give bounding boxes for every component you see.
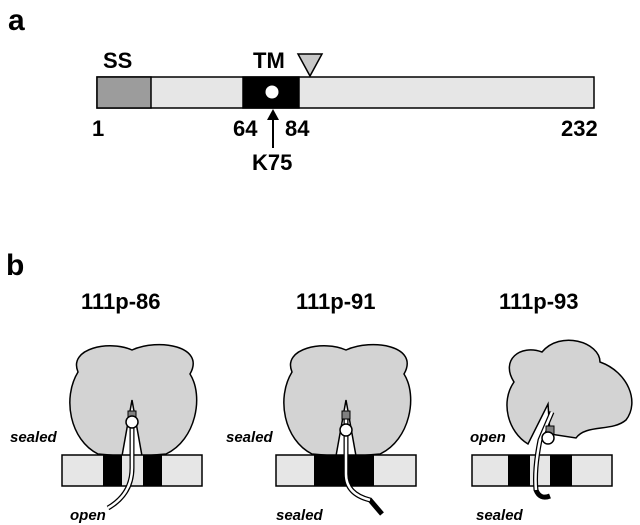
lysine-probe-dot	[125, 415, 139, 429]
ribosome	[506, 339, 633, 446]
panel-b-label: b	[6, 249, 24, 282]
lysine-probe-dot	[265, 85, 279, 99]
upper-state-label: sealed	[226, 429, 274, 446]
nascent-chain	[107, 410, 134, 510]
translocon-wall	[143, 455, 162, 486]
ribosome-translocon-complex	[275, 343, 417, 516]
lysine-arrow	[267, 109, 279, 148]
lower-state-label: open	[70, 507, 106, 524]
construct-title: 111p-86	[81, 289, 161, 314]
upper-state-label: open	[470, 429, 506, 446]
construct-title: 111p-93	[499, 289, 579, 314]
ss-label: SS	[103, 48, 132, 73]
position-tm-start-label: 64	[233, 116, 258, 141]
protein-bar	[96, 76, 595, 109]
protein-schematic	[96, 53, 595, 109]
translocon-wall	[103, 455, 122, 486]
ribosome-translocon-complex	[471, 339, 633, 500]
lower-state-label: sealed	[276, 507, 324, 524]
ribosome	[283, 343, 412, 457]
signal-sequence-box	[96, 76, 152, 109]
ribosome	[69, 343, 198, 457]
lysine-probe-dot	[339, 423, 353, 437]
membrane	[471, 454, 613, 487]
translocon-wall	[508, 455, 530, 486]
glycosylation-site-triangle	[296, 53, 324, 78]
ribosome-translocon-complex	[61, 343, 203, 511]
panel-a-label: a	[8, 4, 25, 37]
lysine-label: K75	[252, 150, 292, 175]
position-tm-end-label: 84	[285, 116, 310, 141]
nascent-chain	[534, 411, 554, 491]
tm-label: TM	[253, 48, 285, 73]
upper-state-label: sealed	[10, 429, 58, 446]
position-start-label: 1	[92, 116, 104, 141]
lower-state-label: sealed	[476, 507, 524, 524]
nascent-chain	[344, 410, 371, 502]
translocon-wall	[550, 455, 572, 486]
position-end-label: 232	[561, 116, 598, 141]
probe-marker	[341, 410, 351, 420]
construct-title: 111p-91	[296, 289, 376, 314]
lysine-probe-dot	[541, 431, 555, 445]
